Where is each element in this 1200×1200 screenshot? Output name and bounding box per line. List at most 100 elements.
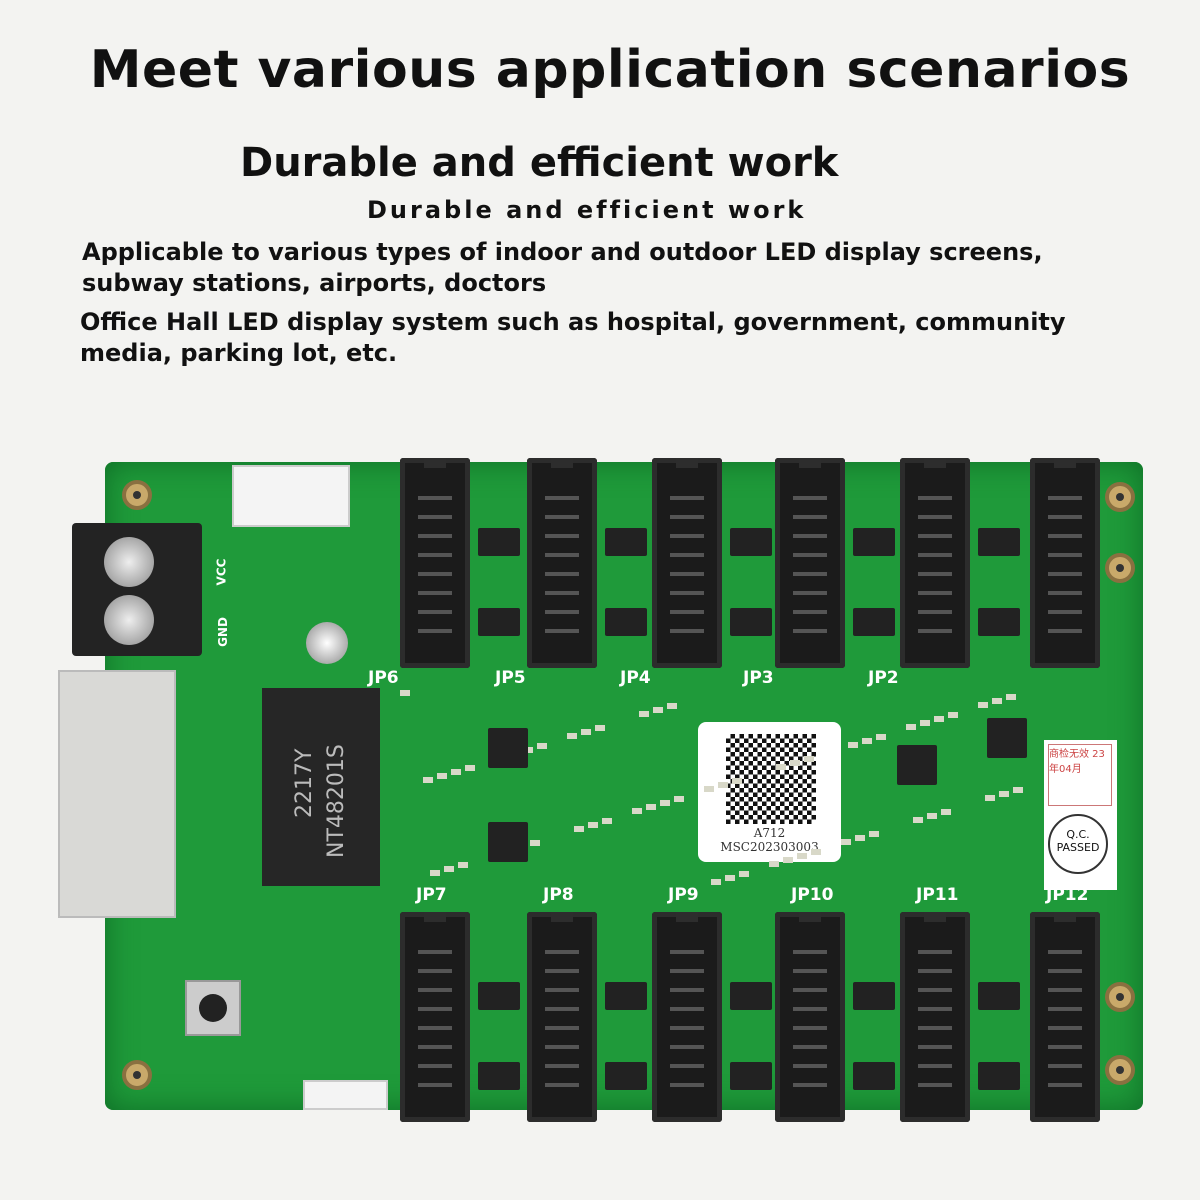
ic-chip bbox=[978, 528, 1020, 556]
ic-chip bbox=[730, 528, 772, 556]
smd-component bbox=[906, 724, 916, 730]
ic-chip bbox=[897, 745, 937, 785]
reset-button bbox=[185, 980, 241, 1036]
smd-component bbox=[567, 733, 577, 739]
description-paragraph-2: Office Hall LED display system such as h… bbox=[80, 308, 1066, 367]
qc-passed-seal: Q.C. PASSED bbox=[1048, 814, 1108, 874]
smd-component bbox=[848, 742, 858, 748]
ribbon-connector bbox=[775, 912, 845, 1122]
main-chip: 2217Y NT48201S bbox=[262, 688, 380, 886]
ic-chip bbox=[853, 982, 895, 1010]
ribbon-connector bbox=[1030, 912, 1100, 1122]
smd-component bbox=[776, 764, 786, 770]
smd-component bbox=[862, 738, 872, 744]
smd-component bbox=[667, 703, 677, 709]
ic-chip bbox=[853, 528, 895, 556]
screw-icon bbox=[104, 595, 154, 645]
smd-component bbox=[451, 769, 461, 775]
ic-chip bbox=[987, 718, 1027, 758]
subtitle: Durable and efficient work bbox=[240, 140, 839, 186]
smd-component bbox=[739, 871, 749, 877]
ic-chip bbox=[605, 982, 647, 1010]
ic-chip bbox=[478, 608, 520, 636]
smd-component bbox=[811, 849, 821, 855]
bottom-header-connector bbox=[303, 1080, 388, 1110]
smd-component bbox=[783, 857, 793, 863]
smd-component bbox=[639, 711, 649, 717]
ic-chip bbox=[488, 822, 528, 862]
ic-chip bbox=[853, 608, 895, 636]
connector-label: JP7 bbox=[416, 885, 447, 905]
smd-component bbox=[718, 782, 728, 788]
smd-component bbox=[876, 734, 886, 740]
smd-component bbox=[523, 747, 533, 753]
mounting-hole bbox=[1105, 553, 1135, 583]
smd-component bbox=[444, 866, 454, 872]
label-serial: MSC202303003 bbox=[720, 840, 819, 854]
smd-component bbox=[790, 760, 800, 766]
smd-component bbox=[941, 809, 951, 815]
smd-component bbox=[660, 800, 670, 806]
connector-label: JP11 bbox=[916, 885, 959, 905]
smd-component bbox=[465, 765, 475, 771]
smd-component bbox=[430, 870, 440, 876]
connector-label: JP2 bbox=[868, 668, 899, 688]
smd-component bbox=[537, 743, 547, 749]
ribbon-connector bbox=[900, 912, 970, 1122]
ic-chip bbox=[730, 982, 772, 1010]
smd-component bbox=[423, 777, 433, 783]
ic-chip bbox=[853, 1062, 895, 1090]
ethernet-port bbox=[58, 670, 176, 918]
ribbon-connector bbox=[900, 458, 970, 668]
smd-component bbox=[632, 808, 642, 814]
smd-component bbox=[400, 690, 410, 696]
connector-label: JP12 bbox=[1046, 885, 1089, 905]
smd-component bbox=[804, 756, 814, 762]
ribbon-connector bbox=[775, 458, 845, 668]
smd-component bbox=[588, 822, 598, 828]
smd-component bbox=[985, 795, 995, 801]
power-header-connector bbox=[232, 465, 350, 527]
ic-chip bbox=[978, 608, 1020, 636]
ic-chip bbox=[978, 1062, 1020, 1090]
page-title: Meet various application scenarios bbox=[89, 40, 1131, 100]
smd-component bbox=[704, 786, 714, 792]
smd-component bbox=[725, 875, 735, 881]
power-terminal-block bbox=[72, 523, 202, 656]
smd-component bbox=[869, 831, 879, 837]
ic-chip bbox=[605, 608, 647, 636]
ic-chip bbox=[478, 528, 520, 556]
label-model: A712 bbox=[753, 826, 786, 840]
smd-component bbox=[992, 698, 1002, 704]
ribbon-connector bbox=[527, 458, 597, 668]
qc-stamp: 商检无效 23年04月 bbox=[1048, 744, 1112, 806]
ic-chip bbox=[978, 982, 1020, 1010]
smd-component bbox=[674, 796, 684, 802]
smd-component bbox=[595, 725, 605, 731]
smd-component bbox=[797, 853, 807, 859]
chip-text: 2217Y bbox=[292, 748, 317, 818]
terminal-label-vcc: VCC bbox=[214, 558, 229, 586]
connector-label: JP6 bbox=[368, 668, 399, 688]
mounting-hole bbox=[1105, 982, 1135, 1012]
connector-label: JP8 bbox=[543, 885, 574, 905]
smd-component bbox=[999, 791, 1009, 797]
smd-component bbox=[1013, 787, 1023, 793]
smd-component bbox=[841, 839, 851, 845]
smd-component bbox=[934, 716, 944, 722]
connector-label: JP5 bbox=[495, 668, 526, 688]
qr-label: A712 MSC202303003 bbox=[698, 722, 841, 862]
ic-chip bbox=[605, 528, 647, 556]
mounting-hole bbox=[122, 1060, 152, 1090]
mounting-hole bbox=[1105, 1055, 1135, 1085]
mounting-hole bbox=[122, 480, 152, 510]
smd-component bbox=[920, 720, 930, 726]
smd-component bbox=[574, 826, 584, 832]
ic-chip bbox=[730, 608, 772, 636]
ribbon-connector bbox=[400, 912, 470, 1122]
smd-component bbox=[978, 702, 988, 708]
smd-component bbox=[458, 862, 468, 868]
qc-sticker: 商检无效 23年04月 Q.C. PASSED bbox=[1044, 740, 1117, 890]
chip-text: NT48201S bbox=[324, 744, 349, 858]
smd-component bbox=[769, 861, 779, 867]
